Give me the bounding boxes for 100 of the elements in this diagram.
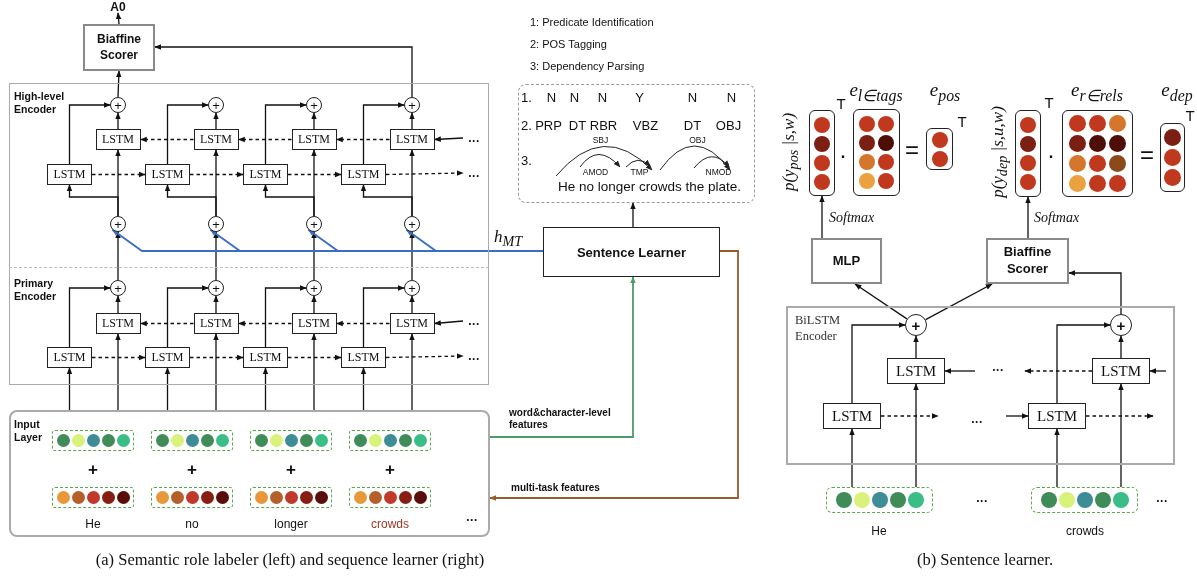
node-label: LSTM [151,167,184,182]
tag-label: N [597,90,608,103]
output-panel [518,84,755,203]
ellipsis: ... [1156,492,1168,506]
caption: (a) Semantic role labeler (left) and sequence learner (right) [95,550,485,570]
arrow [115,112,121,130]
arrow [819,195,825,239]
arrow [115,333,121,411]
arrow [854,283,908,320]
sum-circle [404,216,420,232]
panel-title: BiLSTM Encoder [795,313,842,345]
arrow [311,333,317,411]
lstm-box [193,129,239,150]
plus-sign: + [212,217,220,231]
lstm-box [291,313,337,334]
ellipsis: ... [463,131,485,145]
plus-sign: + [114,217,122,231]
arrow [405,228,544,252]
arrow [1118,383,1124,488]
arrow [164,367,171,411]
embedding-matrix [1160,123,1185,192]
plus-sign: + [408,281,416,295]
word-label: crowds [371,518,409,532]
tag-label: DT [683,118,702,131]
ellipsis: ... [992,361,1004,375]
plus-sign: + [187,460,197,480]
tag-label: N [687,90,698,103]
plus-sign: + [310,98,318,112]
task-label: 1: Predicate Identification [530,15,654,29]
word-label: longer [274,518,308,532]
arc-label: SBJ [592,135,609,144]
sum-circle [110,216,126,232]
arrow [311,295,317,314]
arrow [913,383,919,488]
tag-label: 2. [521,118,532,131]
sum-circle [208,97,224,113]
tag-label: Y [635,90,644,103]
ellipsis: ... [466,511,478,525]
node-label: LSTM [396,316,428,331]
plus-sign: + [408,98,416,112]
plus-sign: + [310,217,318,231]
plus-sign: + [1116,317,1126,333]
embedding-symbol: e$_{r∈rels}$ [1071,79,1123,105]
node-label: LSTM [200,132,232,147]
edge-label: word&character-level features [509,407,612,430]
lstm-box [193,313,239,334]
lstm-box [389,313,435,334]
node-label: LSTM [1037,407,1077,425]
lstm-box [95,129,141,150]
arrow [849,428,855,488]
dashed-arrow [287,171,342,178]
node-label: LSTM [347,350,380,365]
lstm-box [47,164,92,185]
arrow [362,285,405,348]
arrow [1025,196,1031,239]
process-box [811,238,882,284]
arrow [360,367,367,411]
encoder-panel [9,83,489,268]
operator-symbol: = [905,136,919,164]
dashed-arrow [237,136,293,143]
sum-circle [404,97,420,113]
arrow [409,333,415,411]
arrow [913,335,919,359]
process-box [543,227,720,277]
arrow [489,276,636,438]
lstm-box [47,347,92,368]
plus-sign: + [286,460,296,480]
arrow [115,295,121,314]
operator-symbol: = [1140,141,1154,169]
transpose-mark: T [836,95,846,113]
output-label: A0 [98,0,138,13]
tag-label: 1. [521,90,532,103]
sum-circle [306,97,322,113]
lstm-box [145,347,190,368]
embedding-vector [826,487,933,513]
sum-circle [110,97,126,113]
ellipsis: ... [971,413,983,427]
arc-label: OBJ [689,135,706,144]
word-label: He [871,525,887,539]
process-box [986,238,1069,284]
lstm-box [341,347,386,368]
caption: (b) Sentence learner. [916,550,1054,570]
arc-label: AMOD [582,167,609,176]
transpose-mark: T [957,113,967,131]
arrow [851,322,906,404]
node-label: LSTM [298,316,330,331]
transpose-mark: T [1185,107,1195,125]
dashed-arrow [335,136,391,143]
node-label: Biaffine Scorer [96,31,142,64]
arrow [1054,428,1060,488]
arrow [66,367,73,411]
dashed-arrow [335,320,391,327]
embedding-symbol: e$_{pos}$ [929,79,961,105]
node-label: LSTM [1101,362,1141,380]
arrow [213,112,219,130]
edge-label: multi-task features [511,482,600,494]
word-label: no [185,518,199,532]
hidden-state-symbol: h$_{MT}$ [493,228,523,250]
dashed-arrow [385,353,464,359]
dashed-arrow [189,354,244,361]
